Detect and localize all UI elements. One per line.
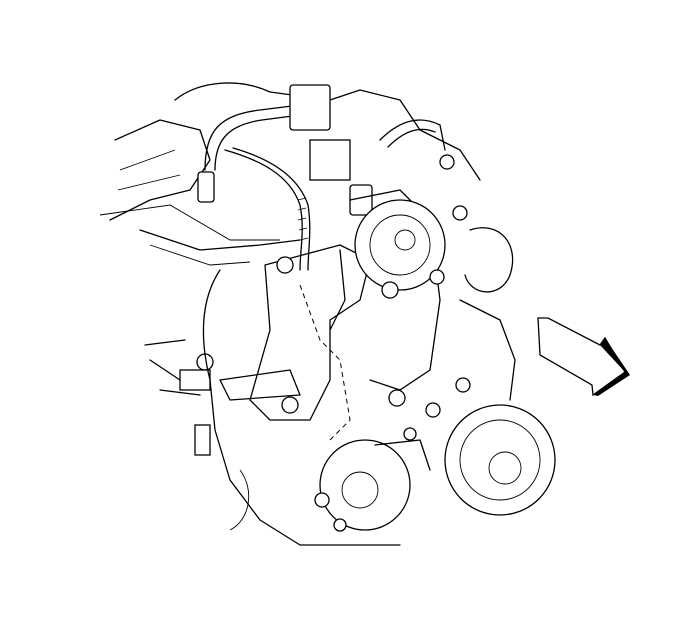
view-direction-arrow-icon (537, 317, 630, 397)
pulleys (319, 199, 556, 531)
wiring-harness (197, 84, 446, 271)
intake-manifold (99, 82, 481, 266)
engine-block-outline (144, 269, 516, 546)
electrical-connector (289, 84, 331, 131)
